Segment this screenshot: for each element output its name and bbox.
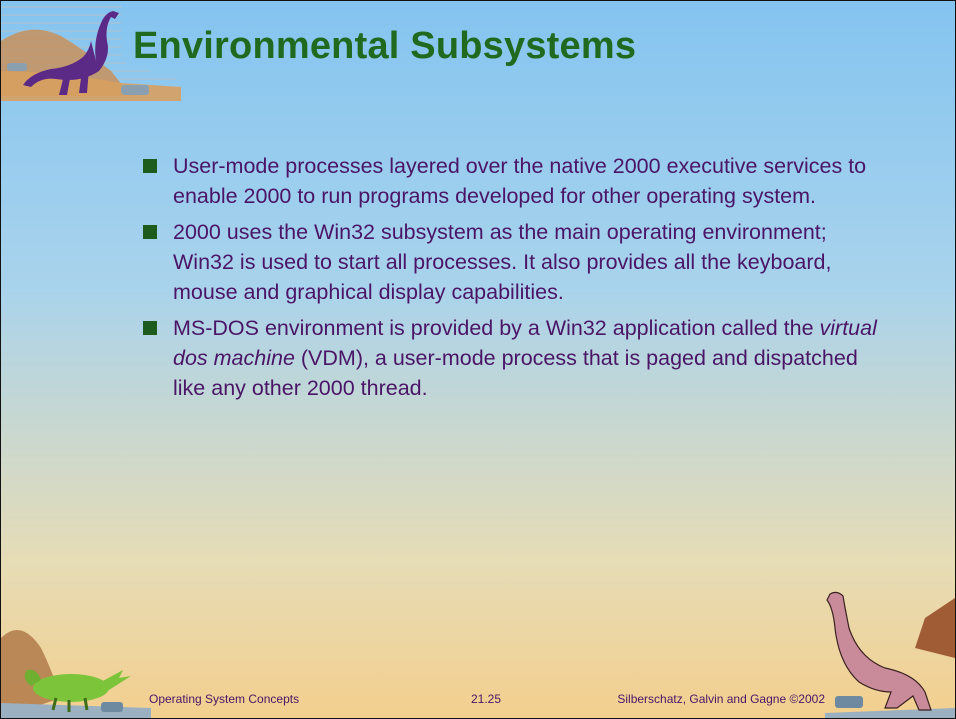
square-bullet-icon (143, 225, 157, 239)
square-bullet-icon (143, 321, 157, 335)
bullet-text-italic: virtual dos machine (173, 316, 877, 370)
bullet-list: User-mode processes layered over the nat… (143, 151, 888, 409)
footer-course-title: Operating System Concepts (149, 692, 300, 706)
bullet-text: 2000 uses the Win32 subsystem as the mai… (173, 220, 832, 304)
bullet-item: MS-DOS environment is provided by a Win3… (143, 313, 888, 403)
purple-dinosaur-icon (1, 6, 181, 101)
square-bullet-icon (143, 159, 157, 173)
footer-slide-number: 21.25 (471, 692, 502, 706)
brontosaurus-icon (825, 591, 955, 718)
bullet-item: User-mode processes layered over the nat… (143, 151, 888, 211)
bullet-text: MS-DOS environment is provided by a Win3… (173, 316, 877, 400)
bullet-item: 2000 uses the Win32 subsystem as the mai… (143, 217, 888, 307)
bullet-text-part: (VDM), a user-mode process that is paged… (173, 346, 858, 400)
slide-footer: Operating System Concepts 21.25 Silbersc… (1, 678, 955, 718)
triceratops-icon (1, 630, 151, 718)
footer-copyright: Silberschatz, Galvin and Gagne ©2002 (617, 692, 825, 706)
slide-title: Environmental Subsystems (133, 25, 637, 67)
bullet-text: User-mode processes layered over the nat… (173, 154, 867, 208)
bullet-text-part: MS-DOS environment is provided by a Win3… (173, 316, 820, 340)
